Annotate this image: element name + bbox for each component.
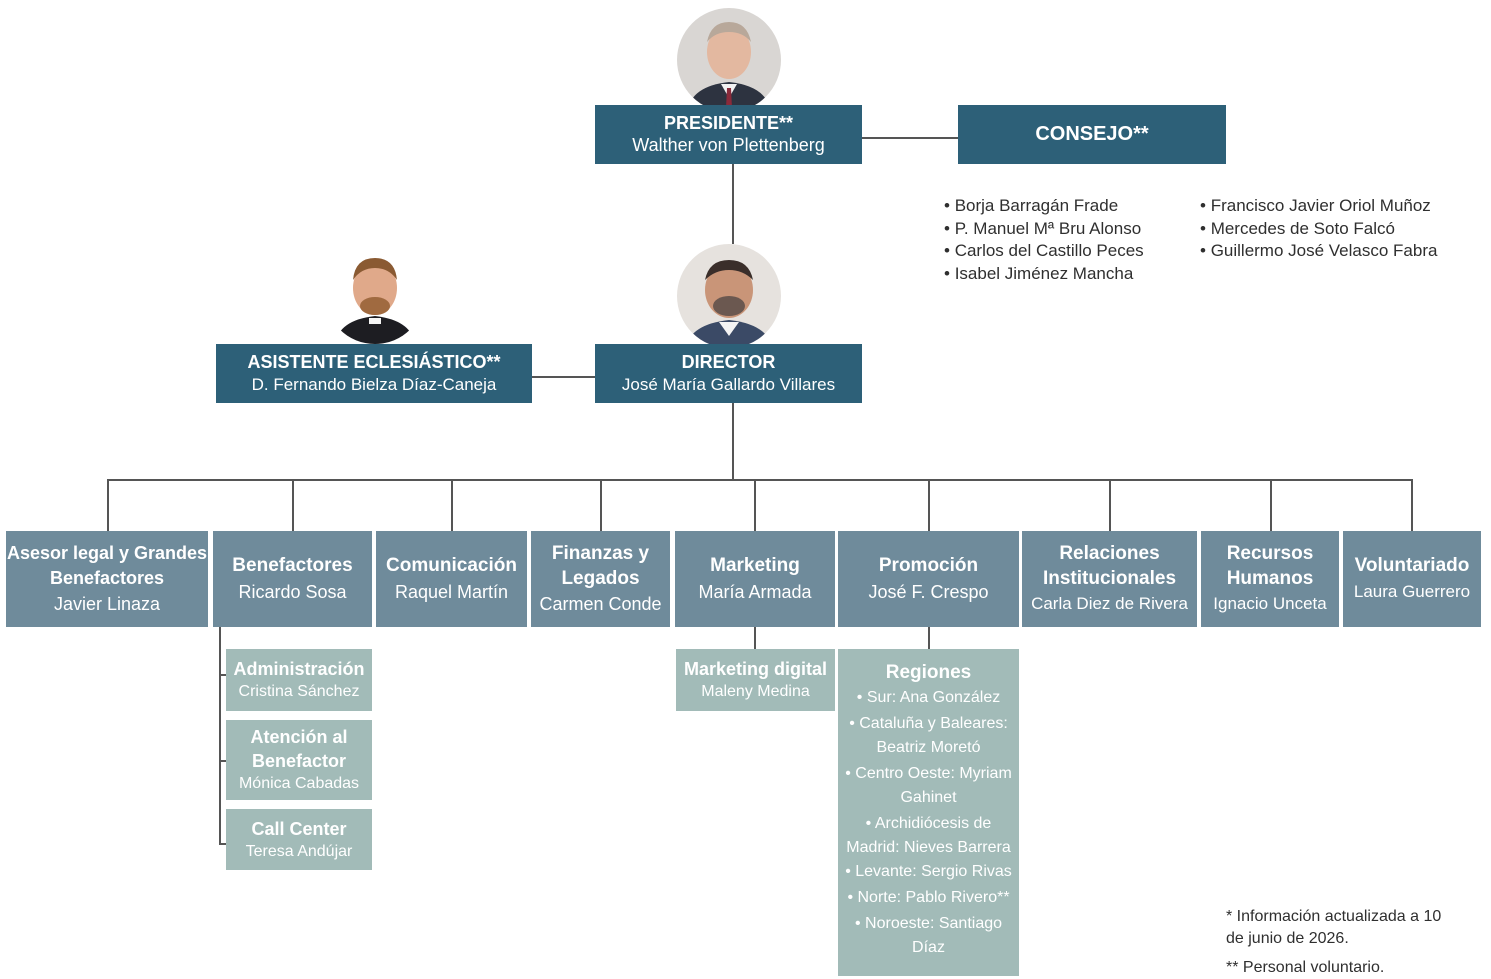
connector-president-director (732, 164, 734, 244)
dept-title: Benefactores (232, 554, 353, 576)
sub-call-center: Call Center Teresa Andújar (226, 809, 372, 870)
director-photo (677, 244, 781, 348)
sub-head: Teresa Andújar (245, 842, 353, 860)
region-item: • Centro Oeste: Myriam Gahinet (845, 765, 1012, 806)
dept-marketing: Marketing María Armada (675, 531, 835, 627)
president-box: PRESIDENTE** Walther von Plettenberg (595, 105, 862, 164)
connector-sub-administracion (219, 674, 227, 676)
dept-head: Raquel Martín (394, 581, 509, 602)
director-name: José María Gallardo Villares (621, 375, 836, 394)
dept-finanzas: Finanzas y Legados Carmen Conde (531, 531, 670, 627)
region-item: • Norte: Pablo Rivero** (847, 889, 1010, 906)
connector-director-down (732, 403, 734, 480)
dept-head: Ricardo Sosa (238, 581, 347, 602)
council-member: Isabel Jiménez Mancha (944, 263, 1144, 286)
council-member: Francisco Javier Oriol Muñoz (1200, 195, 1437, 218)
connector-dept-4 (600, 479, 602, 531)
region-item: • Noroeste: Santiago Díaz (854, 915, 1003, 956)
director-box: DIRECTOR José María Gallardo Villares (595, 344, 862, 403)
connector-dept-2 (292, 479, 294, 531)
assistant-title: ASISTENTE ECLESIÁSTICO** (247, 352, 501, 372)
council-box: CONSEJO** (958, 105, 1226, 164)
sub-administracion: Administración Cristina Sánchez (226, 649, 372, 711)
sub-head: Cristina Sánchez (238, 683, 360, 700)
council-member: Borja Barragán Frade (944, 195, 1144, 218)
dept-voluntariado: Voluntariado Laura Guerrero (1343, 531, 1481, 627)
dept-head: Carmen Conde (539, 594, 662, 614)
dept-promocion: Promoción José F. Crespo (838, 531, 1019, 627)
connector-president-council (862, 137, 958, 139)
sub-title: Administración (233, 659, 365, 679)
dept-title: Marketing (710, 554, 800, 576)
assistant-name: D. Fernando Bielza Díaz-Caneja (251, 375, 497, 394)
sub-title: Marketing digital (683, 659, 827, 679)
council-member: Mercedes de Soto Falcó (1200, 218, 1437, 241)
assistant-box: ASISTENTE ECLESIÁSTICO** D. Fernando Bie… (216, 344, 532, 403)
sub-title: Call Center (251, 818, 347, 839)
connector-dept-6 (928, 479, 930, 531)
connector-departments-horizontal (107, 479, 1413, 481)
president-title: PRESIDENTE** (663, 113, 794, 133)
connector-sub-atencion (219, 760, 227, 762)
connector-dept-1 (107, 479, 109, 531)
dept-head: Javier Linaza (53, 594, 161, 614)
region-item: • Levante: Sergio Rivas (845, 863, 1012, 880)
connector-regiones (928, 627, 930, 649)
connector-dept-9 (1411, 479, 1413, 531)
sub-head: Maleny Medina (701, 683, 810, 700)
dept-title: Asesor legal y Grandes Benefactores (6, 543, 208, 588)
sub-atencion-benefactor: Atención al Benefactor Mónica Cabadas (226, 720, 372, 800)
note-updated: * Información actualizada a 10 de junio … (1226, 908, 1442, 947)
dept-head: José F. Crespo (868, 581, 989, 602)
sub-marketing-digital: Marketing digital Maleny Medina (676, 649, 835, 711)
dept-asesor-legal: Asesor legal y Grandes Benefactores Javi… (6, 531, 208, 627)
regions-title: Regiones (885, 662, 972, 683)
dept-title: Recursos Humanos (1226, 543, 1314, 589)
assistant-photo (325, 244, 425, 344)
council-members-left: Borja Barragán Frade P. Manuel Mª Bru Al… (944, 195, 1144, 285)
dept-recursos-humanos: Recursos Humanos Ignacio Unceta (1201, 531, 1339, 627)
connector-dept-3 (451, 479, 453, 531)
dept-title: Promoción (878, 554, 979, 576)
connector-dept-5 (754, 479, 756, 531)
connector-sub-callcenter (219, 843, 227, 845)
dept-comunicacion: Comunicación Raquel Martín (376, 531, 527, 627)
council-members-right: Francisco Javier Oriol Muñoz Mercedes de… (1200, 195, 1438, 263)
connector-benefactores-vertical (219, 627, 221, 844)
region-item: • Sur: Ana González (856, 689, 1001, 706)
dept-head: Laura Guerrero (1353, 581, 1471, 601)
president-photo (677, 8, 781, 112)
council-member: Guillermo José Velasco Fabra (1200, 240, 1438, 263)
connector-dept-7 (1109, 479, 1111, 531)
connector-assistant-director (532, 376, 596, 378)
dept-head: Ignacio Unceta (1213, 594, 1327, 613)
sub-head: Mónica Cabadas (238, 775, 360, 792)
director-title: DIRECTOR (681, 352, 776, 372)
president-name: Walther von Plettenberg (632, 135, 825, 155)
dept-title: Relaciones Institucionales (1042, 543, 1177, 589)
note-volunteer: ** Personal voluntario. (1226, 959, 1385, 976)
dept-title: Comunicación (386, 554, 517, 576)
dept-relaciones: Relaciones Institucionales Carla Diez de… (1022, 531, 1197, 627)
sub-title: Atención al Benefactor (250, 727, 348, 771)
region-item: • Cataluña y Baleares: Beatriz Moretó (849, 715, 1008, 756)
dept-title: Voluntariado (1354, 554, 1470, 576)
council-member: Carlos del Castillo Peces (944, 240, 1144, 263)
connector-dept-8 (1270, 479, 1272, 531)
connector-marketing-digital (754, 627, 756, 649)
dept-title: Finanzas y Legados (551, 543, 650, 589)
council-title: CONSEJO** (1035, 123, 1149, 145)
region-item: • Archidiócesis de Madrid: Nieves Barrer… (846, 815, 1011, 856)
council-member: P. Manuel Mª Bru Alonso (944, 218, 1144, 241)
dept-head: María Armada (698, 581, 812, 602)
regiones-box: Regiones • Sur: Ana González • Cataluña … (838, 649, 1019, 976)
dept-head: Carla Diez de Rivera (1031, 594, 1188, 613)
dept-benefactores: Benefactores Ricardo Sosa (213, 531, 372, 627)
